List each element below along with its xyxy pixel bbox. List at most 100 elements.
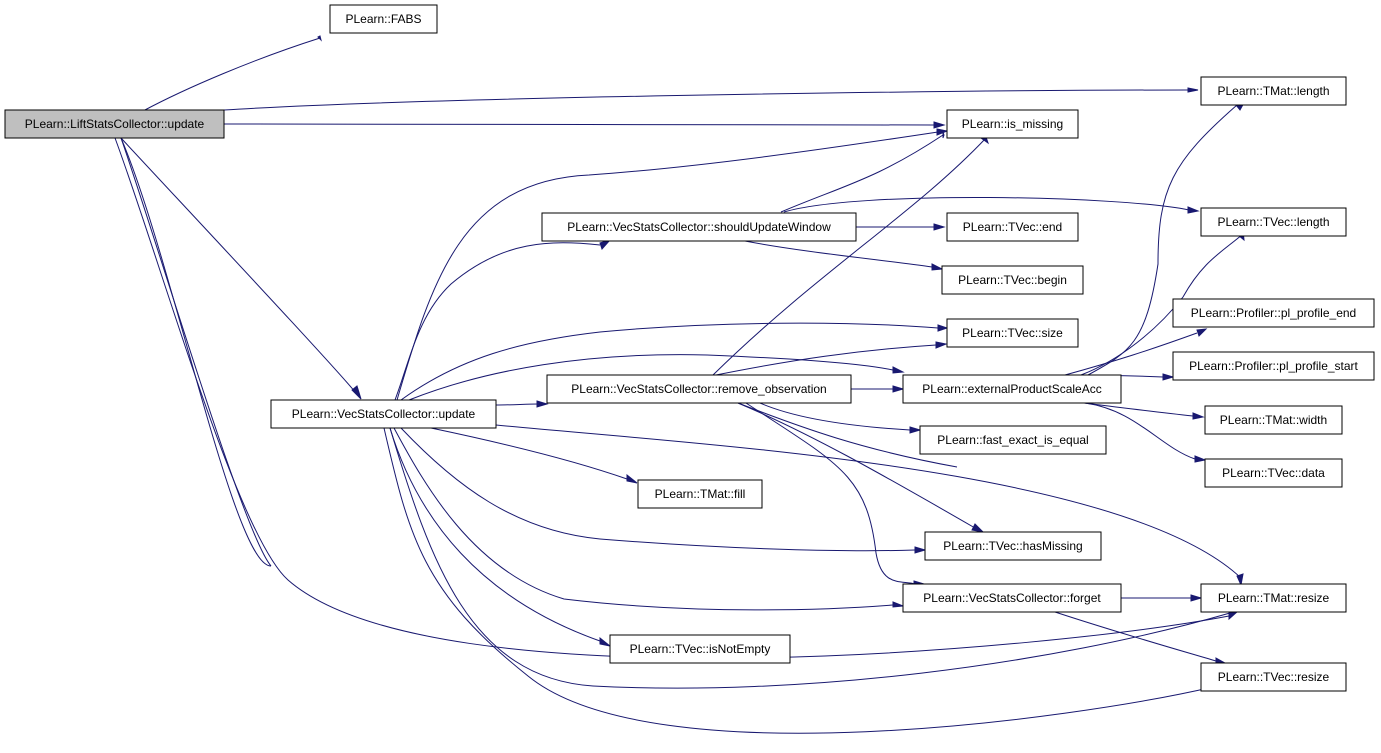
call-edge (1064, 328, 1208, 376)
node-pl-profile-end[interactable]: PLearn::Profiler::pl_profile_end (1172, 298, 1375, 328)
node-box (946, 212, 1079, 242)
arrowhead (931, 263, 944, 271)
node-pl-profile-start[interactable]: PLearn::Profiler::pl_profile_start (1172, 351, 1375, 381)
edge-line (1054, 611, 1217, 662)
call-edge (851, 385, 905, 393)
node-should-update-window[interactable]: PLearn::VecStatsCollector::shouldUpdateW… (541, 212, 857, 242)
node-external-product[interactable]: PLearn::externalProductScaleAcc (902, 374, 1122, 404)
arrowhead (936, 128, 949, 136)
node-label: PLearn::TMat::fill (655, 487, 746, 501)
node-label: PLearn::TMat::length (1217, 84, 1329, 98)
node-forget[interactable]: PLearn::VecStatsCollector::forget (902, 583, 1122, 613)
edge-line (495, 403, 539, 406)
node-label: PLearn::TVec::length (1217, 215, 1329, 229)
edge-line (430, 427, 628, 480)
node-label: PLearn::LiftStatsCollector::update (25, 117, 205, 131)
call-edge (855, 223, 946, 231)
node-box (546, 374, 852, 404)
node-label: PLearn::TMat::resize (1218, 591, 1330, 605)
node-box (924, 531, 1102, 561)
edge-line (1064, 332, 1198, 376)
arrowhead (351, 385, 362, 400)
call-edge (120, 137, 362, 400)
node-box (919, 425, 1107, 455)
node-label: PLearn::FABS (345, 12, 421, 26)
call-edge (383, 427, 1224, 734)
node-tmat-width[interactable]: PLearn::TMat::width (1204, 405, 1343, 435)
node-box (4, 109, 225, 139)
arrowhead (892, 601, 904, 608)
node-box (1200, 76, 1347, 106)
edge-line (1080, 233, 1244, 376)
node-is-missing[interactable]: PLearn::is_missing (946, 109, 1079, 139)
arrowhead (1194, 455, 1207, 463)
node-box (941, 265, 1084, 295)
node-tmat-fill[interactable]: PLearn::TMat::fill (637, 479, 763, 509)
node-label: PLearn::VecStatsCollector::update (292, 407, 476, 421)
call-edge (1083, 402, 1205, 420)
node-tvec-data[interactable]: PLearn::TVec::data (1204, 458, 1343, 488)
edge-line (1083, 402, 1194, 417)
node-fabs[interactable]: PLearn::FABS (329, 4, 438, 34)
call-edge (745, 402, 925, 587)
arrowhead (1190, 594, 1203, 602)
call-edge (495, 400, 549, 408)
edge-line (383, 427, 1214, 734)
node-remove-observation[interactable]: PLearn::VecStatsCollector::remove_observ… (546, 374, 852, 404)
node-is-not-empty[interactable]: PLearn::TVec::isNotEmpty (609, 634, 791, 664)
edge-line (745, 402, 916, 585)
node-tvec-length[interactable]: PLearn::TVec::length (1200, 207, 1347, 237)
node-tmat-resize[interactable]: PLearn::TMat::resize (1200, 583, 1347, 613)
arrowhead (626, 473, 638, 484)
arrowhead (971, 523, 985, 533)
node-label: PLearn::is_missing (962, 117, 1063, 131)
node-box (270, 399, 497, 429)
call-edge (1121, 594, 1203, 602)
edge-line (396, 131, 939, 401)
arrowhead (1236, 573, 1244, 587)
arrowhead (937, 324, 949, 332)
call-edge (759, 402, 922, 434)
node-box (609, 634, 791, 664)
node-has-missing[interactable]: PLearn::TVec::hasMissing (924, 531, 1102, 561)
call-edge (120, 137, 272, 567)
call-edge (1084, 402, 1207, 463)
node-box (637, 479, 763, 509)
edge-line (223, 123, 936, 126)
node-box (1172, 298, 1375, 328)
edge-line (400, 322, 939, 401)
node-box (1200, 662, 1347, 692)
node-label: PLearn::TVec::end (963, 220, 1062, 234)
call-edges (114, 35, 1247, 734)
call-edge (400, 322, 949, 401)
node-vec-update[interactable]: PLearn::VecStatsCollector::update (270, 399, 497, 429)
node-tvec-end[interactable]: PLearn::TVec::end (946, 212, 1079, 242)
call-edge (393, 427, 904, 611)
node-tvec-begin[interactable]: PLearn::TVec::begin (941, 265, 1084, 295)
node-tmat-length[interactable]: PLearn::TMat::length (1200, 76, 1347, 106)
edge-line (120, 137, 272, 567)
arrowhead (892, 366, 905, 374)
node-box (329, 4, 438, 34)
node-label: PLearn::TVec::begin (958, 273, 1067, 287)
call-nodes: PLearn::LiftStatsCollector::updatePLearn… (4, 4, 1375, 692)
arrowhead (909, 426, 922, 434)
node-tvec-size[interactable]: PLearn::TVec::size (946, 318, 1079, 348)
call-edge (389, 427, 611, 647)
node-lift-update[interactable]: PLearn::LiftStatsCollector::update (4, 109, 225, 139)
node-box (1200, 207, 1347, 237)
arrowhead (942, 131, 945, 139)
call-edge (780, 131, 945, 213)
node-label: PLearn::Profiler::pl_profile_start (1189, 359, 1358, 373)
edge-line (737, 402, 958, 468)
node-tvec-resize[interactable]: PLearn::TVec::resize (1200, 662, 1347, 692)
edge-line (744, 240, 933, 268)
edge-line (780, 134, 944, 213)
call-edge (495, 424, 1244, 587)
edge-line (759, 402, 911, 431)
node-box (1204, 405, 1343, 435)
node-fast-exact[interactable]: PLearn::fast_exact_is_equal (919, 425, 1107, 455)
edge-line (783, 196, 1190, 213)
node-box (902, 583, 1122, 613)
